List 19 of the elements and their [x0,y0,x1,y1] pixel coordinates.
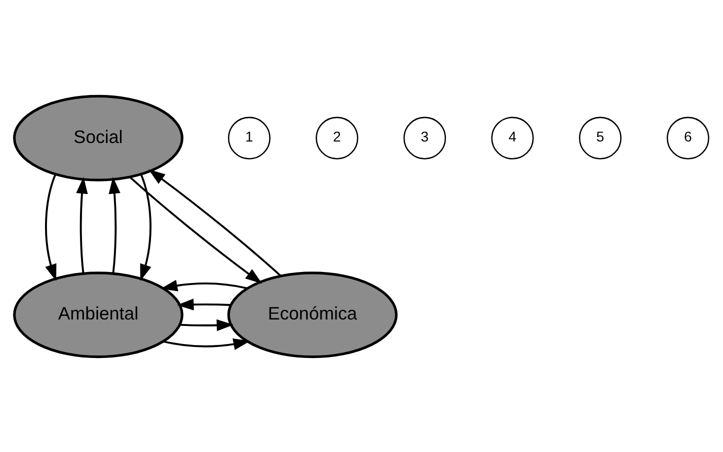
node-circle: 2 [316,116,358,159]
node-circle: 6 [666,116,710,159]
node-ellipse: Ambiental [13,271,184,358]
arrow [163,338,250,350]
node-circle: 5 [578,116,622,159]
node-ellipse: Social [13,94,184,181]
arrow [129,176,262,284]
arrow [148,168,282,276]
node-circle: 1 [228,116,271,159]
arrow [76,176,88,274]
node-circle: 4 [491,116,534,159]
arrow [180,318,234,331]
node-ellipse: Económica [227,271,398,358]
arrow [45,173,56,280]
arrow [108,176,120,274]
node-circle: 3 [403,116,446,159]
arrow [176,298,231,310]
arrow [140,173,152,280]
arrow [160,279,248,291]
